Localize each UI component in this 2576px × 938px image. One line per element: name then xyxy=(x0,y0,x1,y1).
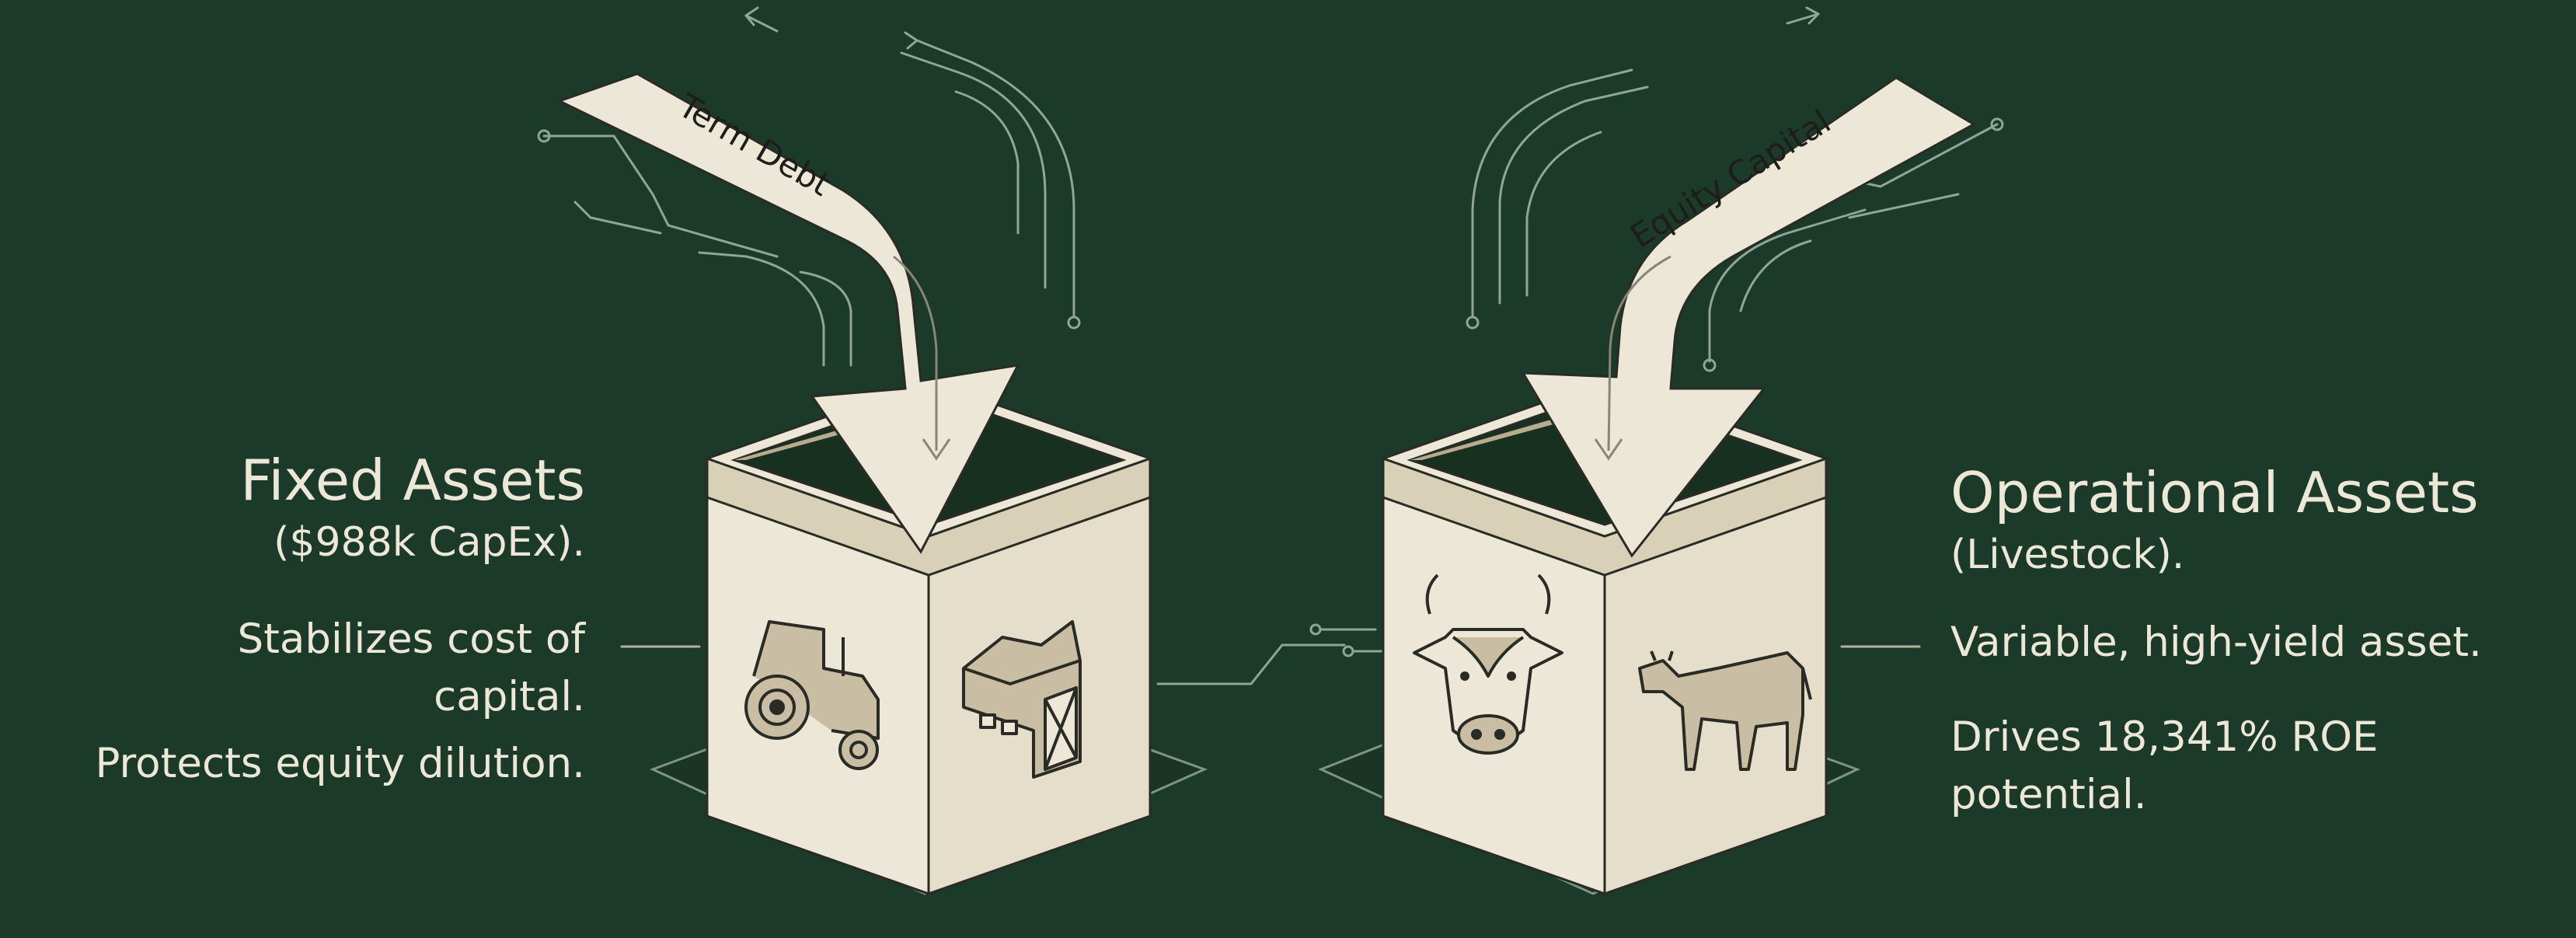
operational-assets-point-2: Drives 18,341% ROE potential. xyxy=(1950,709,2494,824)
operational-assets-point-1: Variable, high-yield asset. xyxy=(1950,619,2482,666)
fixed-assets-title: Fixed Assets xyxy=(240,448,585,513)
operational-assets-title: Operational Assets xyxy=(1950,460,2479,525)
fixed-assets-point-2: Protects equity dilution. xyxy=(96,740,585,787)
fixed-assets-point-1: Stabilizes cost of capital. xyxy=(150,611,585,726)
operational-assets-subtitle: (Livestock). xyxy=(1950,532,2184,578)
fixed-assets-subtitle: ($988k CapEx). xyxy=(274,519,585,566)
